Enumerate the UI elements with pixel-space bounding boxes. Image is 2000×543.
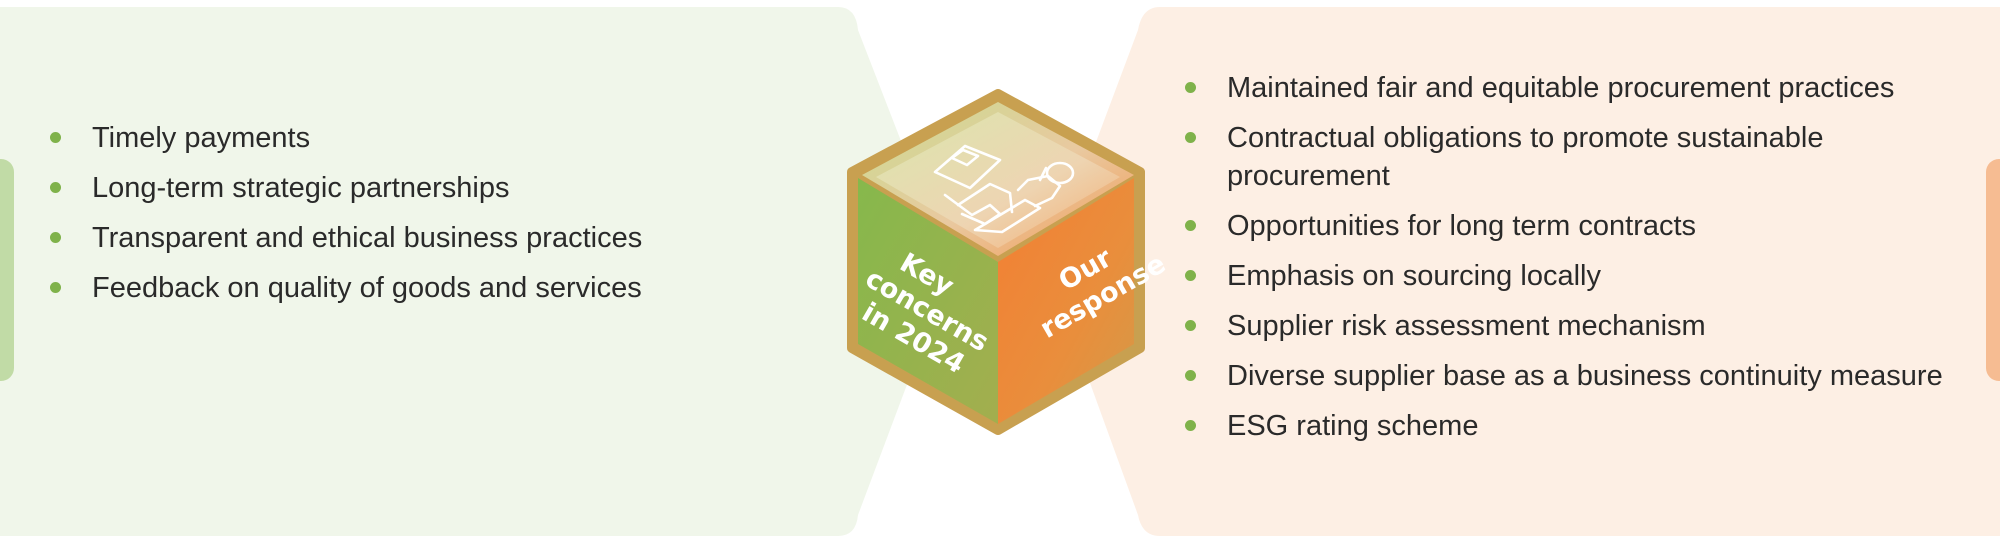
list-item: Opportunities for long term contracts (1185, 207, 1987, 245)
key-concerns-list: Timely payments Long-term strategic part… (50, 119, 652, 319)
list-item: Timely payments (50, 119, 652, 157)
left-panel (0, 7, 920, 536)
cube-top-inner (876, 112, 1120, 248)
right-edge-tab (1986, 159, 2000, 381)
list-item: ESG rating scheme (1185, 407, 1987, 445)
cube-left-face (858, 178, 998, 424)
list-item: Feedback on quality of goods and service… (50, 269, 652, 307)
list-item: Supplier risk assessment mechanism (1185, 307, 1987, 345)
list-item: Emphasis on sourcing locally (1185, 257, 1987, 295)
list-item: Diverse supplier base as a business cont… (1185, 357, 1987, 395)
list-item: Maintained fair and equitable procuremen… (1185, 69, 1987, 107)
right-panel (1078, 7, 2000, 536)
our-response-list: Maintained fair and equitable procuremen… (1185, 69, 1987, 457)
list-item: Long-term strategic partnerships (50, 169, 652, 207)
left-edge-tab (0, 159, 14, 381)
supplier-handshake-icon (933, 144, 1075, 234)
list-item: Contractual obligations to promote susta… (1185, 119, 1987, 195)
cube-right-face (998, 178, 1134, 424)
list-item: Transparent and ethical business practic… (50, 219, 652, 257)
